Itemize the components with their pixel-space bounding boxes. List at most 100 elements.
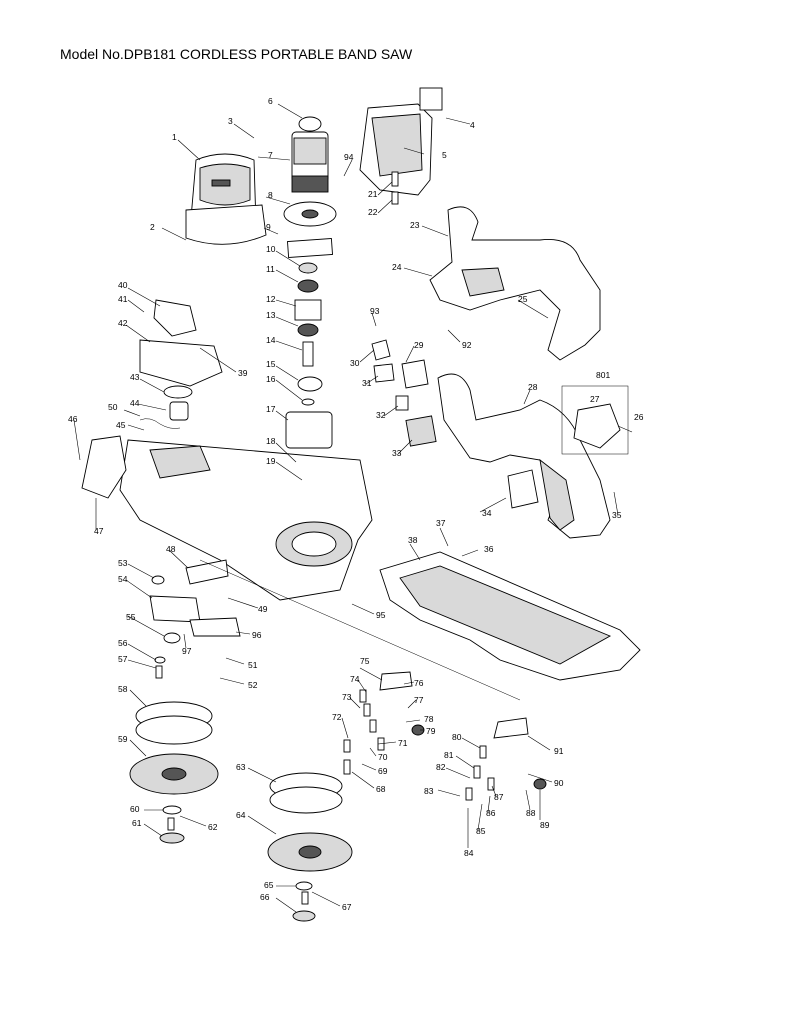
callout-15: 15 bbox=[266, 359, 276, 369]
guard-part bbox=[81, 435, 127, 499]
callout-93: 93 bbox=[370, 306, 380, 316]
callout-55: 55 bbox=[126, 612, 136, 622]
callout-73: 73 bbox=[342, 692, 352, 702]
callout-69: 69 bbox=[378, 766, 388, 776]
callout-46: 46 bbox=[68, 414, 78, 424]
callout-91: 91 bbox=[554, 746, 564, 756]
callout-34: 34 bbox=[482, 508, 492, 518]
callout-12: 12 bbox=[266, 294, 276, 304]
page-title: Model No.DPB181 CORDLESS PORTABLE BAND S… bbox=[60, 46, 413, 62]
lower-left-bracket-parts bbox=[149, 559, 241, 679]
callout-75: 75 bbox=[360, 656, 370, 666]
callout-54: 54 bbox=[118, 574, 128, 584]
callout-90: 90 bbox=[554, 778, 564, 788]
callout-30: 30 bbox=[350, 358, 360, 368]
callout-31: 31 bbox=[362, 378, 372, 388]
upper-left-parts bbox=[139, 299, 223, 429]
callout-50: 50 bbox=[108, 402, 118, 412]
callout-14: 14 bbox=[266, 335, 276, 345]
callout-25: 25 bbox=[518, 294, 528, 304]
callout-59: 59 bbox=[118, 734, 128, 744]
callout-53: 53 bbox=[118, 558, 128, 568]
blade-guide-parts bbox=[343, 671, 547, 801]
callout-65: 65 bbox=[264, 880, 274, 890]
callout-42: 42 bbox=[118, 318, 128, 328]
callout-26: 26 bbox=[634, 412, 644, 422]
callout-95: 95 bbox=[376, 610, 386, 620]
callout-70: 70 bbox=[378, 752, 388, 762]
leader-lines bbox=[73, 103, 633, 913]
callout-89: 89 bbox=[540, 820, 550, 830]
callout-43: 43 bbox=[130, 372, 140, 382]
callout-96: 96 bbox=[252, 630, 262, 640]
callout-87: 87 bbox=[494, 792, 504, 802]
callout-23: 23 bbox=[410, 220, 420, 230]
callout-1: 1 bbox=[172, 132, 177, 142]
callout-71: 71 bbox=[398, 738, 408, 748]
callout-38: 38 bbox=[408, 535, 418, 545]
callout-49: 49 bbox=[258, 604, 268, 614]
callout-85: 85 bbox=[476, 826, 486, 836]
callout-76: 76 bbox=[414, 678, 424, 688]
callout-18: 18 bbox=[266, 436, 276, 446]
motor-part bbox=[291, 116, 329, 193]
callout-79: 79 bbox=[426, 726, 436, 736]
motor-bracket-part bbox=[283, 201, 337, 258]
blade-cover-part bbox=[199, 551, 641, 701]
frame-part bbox=[119, 439, 373, 601]
callout-21: 21 bbox=[368, 189, 378, 199]
callout-36: 36 bbox=[484, 544, 494, 554]
callout-801: 801 bbox=[596, 370, 610, 380]
callout-58: 58 bbox=[118, 684, 128, 694]
callout-22: 22 bbox=[368, 207, 378, 217]
callout-56: 56 bbox=[118, 638, 128, 648]
callout-11: 11 bbox=[266, 264, 275, 274]
motor-housing-part bbox=[185, 153, 267, 245]
callout-37: 37 bbox=[436, 518, 446, 528]
callout-81: 81 bbox=[444, 750, 454, 760]
callout-92: 92 bbox=[462, 340, 472, 350]
callout-80: 80 bbox=[452, 732, 462, 742]
callout-10: 10 bbox=[266, 244, 276, 254]
callout-2: 2 bbox=[150, 222, 155, 232]
callout-61: 61 bbox=[132, 818, 142, 828]
callout-60: 60 bbox=[130, 804, 140, 814]
callout-72: 72 bbox=[332, 712, 342, 722]
callout-97: 97 bbox=[182, 646, 192, 656]
callout-3: 3 bbox=[228, 116, 233, 126]
callout-68: 68 bbox=[376, 784, 386, 794]
handle-cover-part bbox=[429, 206, 601, 361]
callout-41: 41 bbox=[118, 294, 128, 304]
callout-4: 4 bbox=[470, 120, 475, 130]
callout-32: 32 bbox=[376, 410, 386, 420]
callout-5: 5 bbox=[442, 150, 447, 160]
callout-86: 86 bbox=[486, 808, 496, 818]
callout-45: 45 bbox=[116, 420, 126, 430]
callout-74: 74 bbox=[350, 674, 360, 684]
callout-57: 57 bbox=[118, 654, 128, 664]
callout-13: 13 bbox=[266, 310, 276, 320]
callout-19: 19 bbox=[266, 456, 276, 466]
switch-parts bbox=[371, 339, 539, 509]
callout-7: 7 bbox=[268, 150, 273, 160]
callout-9: 9 bbox=[266, 222, 271, 232]
switch-cover-part bbox=[359, 87, 443, 205]
callout-66: 66 bbox=[260, 892, 270, 902]
callout-88: 88 bbox=[526, 808, 536, 818]
callout-17: 17 bbox=[266, 404, 276, 414]
callout-24: 24 bbox=[392, 262, 402, 272]
part-27-group bbox=[561, 385, 629, 455]
callout-40: 40 bbox=[118, 280, 128, 290]
callout-44: 44 bbox=[130, 398, 140, 408]
callout-82: 82 bbox=[436, 762, 446, 772]
callout-64: 64 bbox=[236, 810, 246, 820]
callout-8: 8 bbox=[268, 190, 273, 200]
callout-28: 28 bbox=[528, 382, 538, 392]
callout-52: 52 bbox=[248, 680, 258, 690]
callout-77: 77 bbox=[414, 695, 424, 705]
callout-83: 83 bbox=[424, 786, 434, 796]
callout-29: 29 bbox=[414, 340, 424, 350]
